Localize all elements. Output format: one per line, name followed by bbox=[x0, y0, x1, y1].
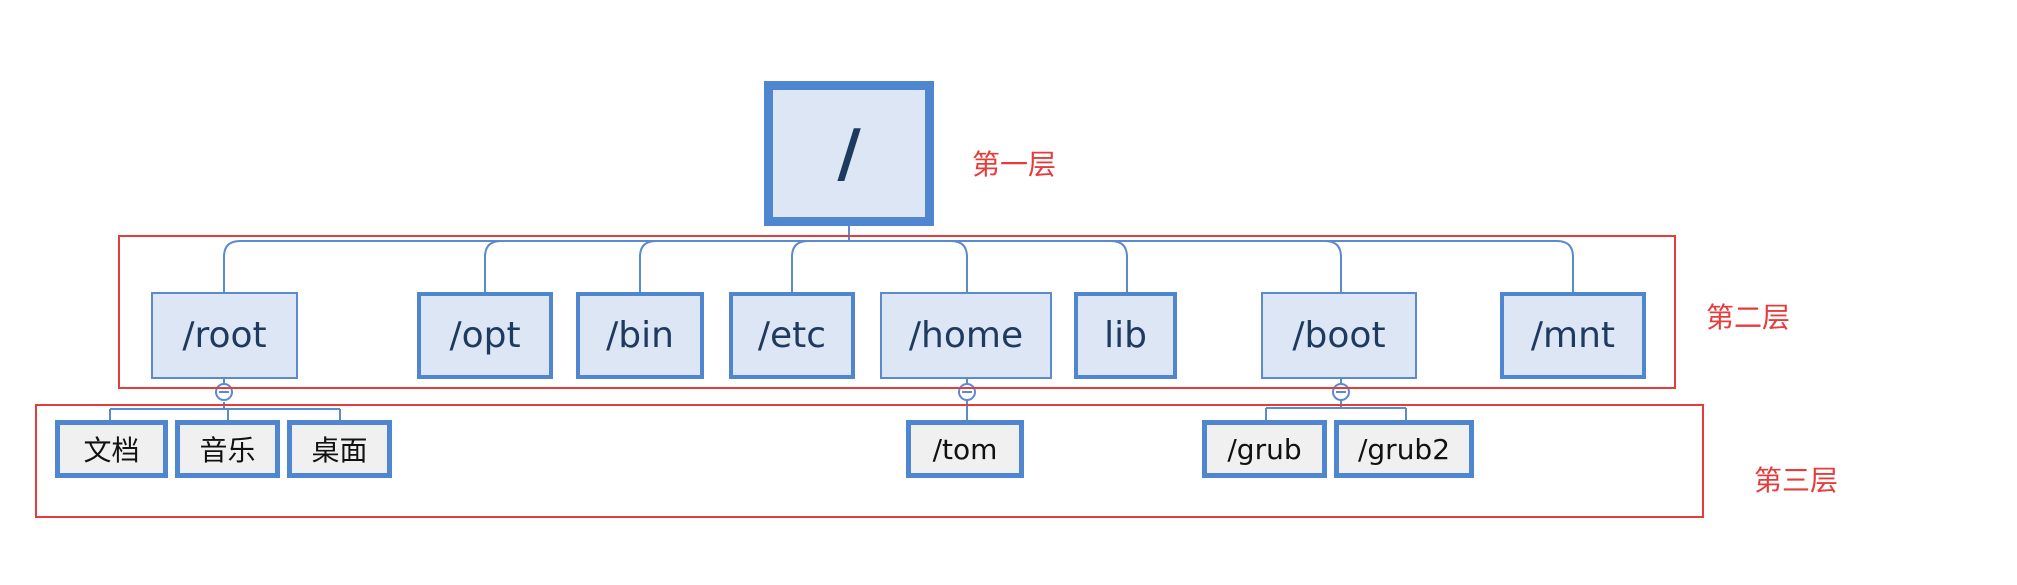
connector-etc bbox=[791, 240, 809, 292]
node-music[interactable]: 音乐 bbox=[175, 420, 280, 478]
layer-3-box bbox=[35, 404, 1704, 518]
node-root[interactable]: /root bbox=[151, 292, 298, 379]
layer-3-label: 第三层 bbox=[1754, 464, 1839, 497]
node-opt[interactable]: /opt bbox=[417, 292, 553, 379]
connector-boot bbox=[1324, 240, 1342, 292]
node-grub[interactable]: /grub bbox=[1202, 420, 1327, 478]
connector-bus bbox=[223, 240, 1574, 292]
node-grub2[interactable]: /grub2 bbox=[1334, 420, 1474, 478]
node-etc[interactable]: /etc bbox=[729, 292, 855, 379]
node-home[interactable]: /home bbox=[880, 292, 1052, 379]
connector-opt bbox=[484, 240, 502, 292]
layer-2-label: 第二层 bbox=[1706, 301, 1791, 334]
node-tom[interactable]: /tom bbox=[906, 420, 1024, 478]
node-lib[interactable]: lib bbox=[1074, 292, 1177, 379]
node-root-directory[interactable]: / bbox=[764, 81, 934, 226]
node-bin[interactable]: /bin bbox=[576, 292, 704, 379]
layer-1-label: 第一层 bbox=[972, 148, 1057, 181]
connector-bin bbox=[639, 240, 657, 292]
node-boot[interactable]: /boot bbox=[1261, 292, 1417, 379]
layer-2-box bbox=[118, 235, 1676, 389]
node-documents[interactable]: 文档 bbox=[55, 420, 168, 478]
node-mnt[interactable]: /mnt bbox=[1500, 292, 1646, 379]
connector-home bbox=[950, 240, 968, 292]
connector-lib bbox=[1110, 240, 1128, 292]
node-desktop[interactable]: 桌面 bbox=[287, 420, 392, 478]
